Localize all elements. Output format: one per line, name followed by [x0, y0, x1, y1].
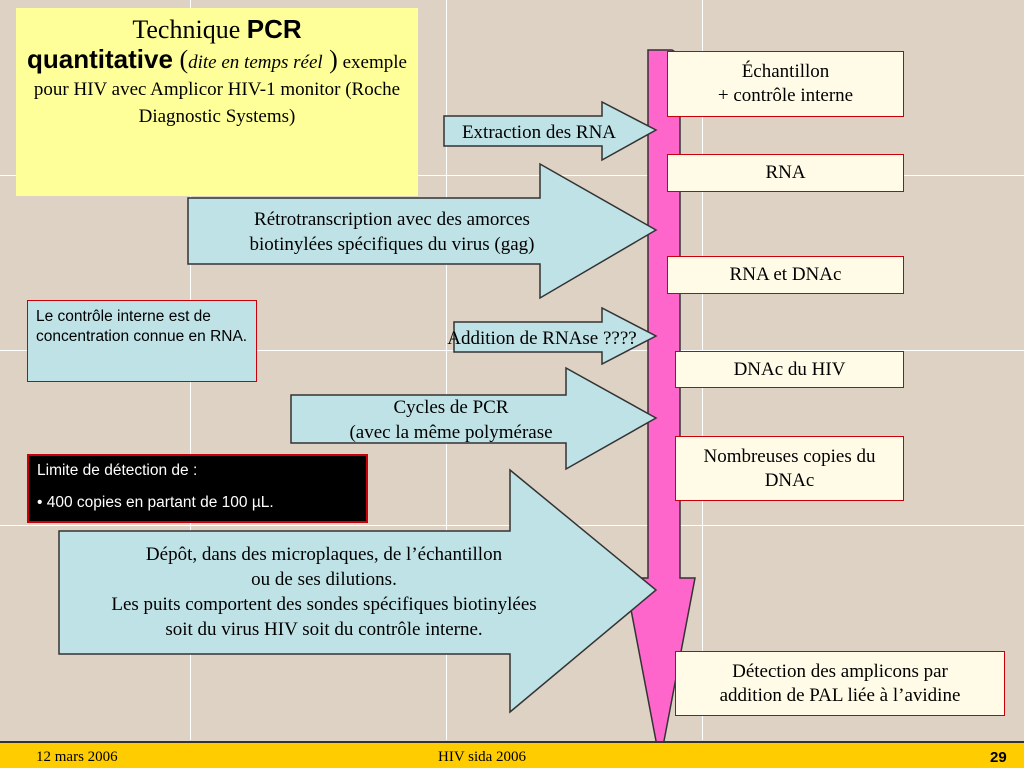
arrow-rnase-label: Addition de RNAse ???? [447, 328, 637, 349]
step-copies: Nombreuses copies du DNAc [675, 436, 904, 501]
title-word-quantitative: quantitative [27, 44, 173, 74]
arrow-pcr-cycles [290, 366, 658, 471]
arrow-extraction [443, 100, 658, 162]
detection-limit-value: • 400 copies en partant de 100 µL. [37, 494, 274, 511]
arrow-extraction-label: Extraction des RNA [461, 122, 617, 143]
arrow-retrotranscription-label: Rétrotranscription avec des amorces biot… [249, 209, 535, 255]
note-internal-control: Le contrôle interne est de concentration… [27, 300, 257, 382]
title-rest: exemple pour HIV avec Amplicor HIV-1 mon… [33, 52, 407, 127]
footer-center: HIV sida 2006 [438, 749, 527, 765]
title-italic: dite en temps réel [188, 52, 323, 73]
arrow-rnase [453, 306, 658, 366]
arrow-pcr-label: Cycles de PCR (avec la même polymérase [349, 397, 553, 443]
footer-bar: 12 mars 2006 HIV sida 2006 29 [0, 741, 1024, 768]
title-word-technique: Technique [132, 15, 247, 44]
title-box: Technique PCR quantitative (dite en temp… [16, 8, 418, 196]
step-detection: Détection des amplicons par addition de … [675, 651, 1005, 716]
step-dnac-hiv: DNAc du HIV [675, 351, 904, 388]
arrow-deposit-label: Dépôt, dans des microplaques, de l’échan… [111, 544, 537, 640]
step-rna: RNA [667, 154, 904, 192]
arrow-retrotranscription [187, 162, 658, 300]
title-close-paren: ) [322, 45, 338, 74]
arrow-deposit [58, 468, 658, 714]
footer-date: 12 mars 2006 [36, 749, 118, 765]
title-open-paren: ( [172, 45, 189, 74]
step-sample: Échantillon + contrôle interne [667, 51, 904, 117]
detection-limit-title: Limite de détection de : [37, 462, 198, 479]
step-rna-dnac: RNA et DNAc [667, 256, 904, 294]
title-word-pcr: PCR [246, 14, 302, 44]
note-detection-limit: Limite de détection de : • 400 copies en… [27, 454, 368, 523]
page-number: 29 [990, 749, 1007, 766]
